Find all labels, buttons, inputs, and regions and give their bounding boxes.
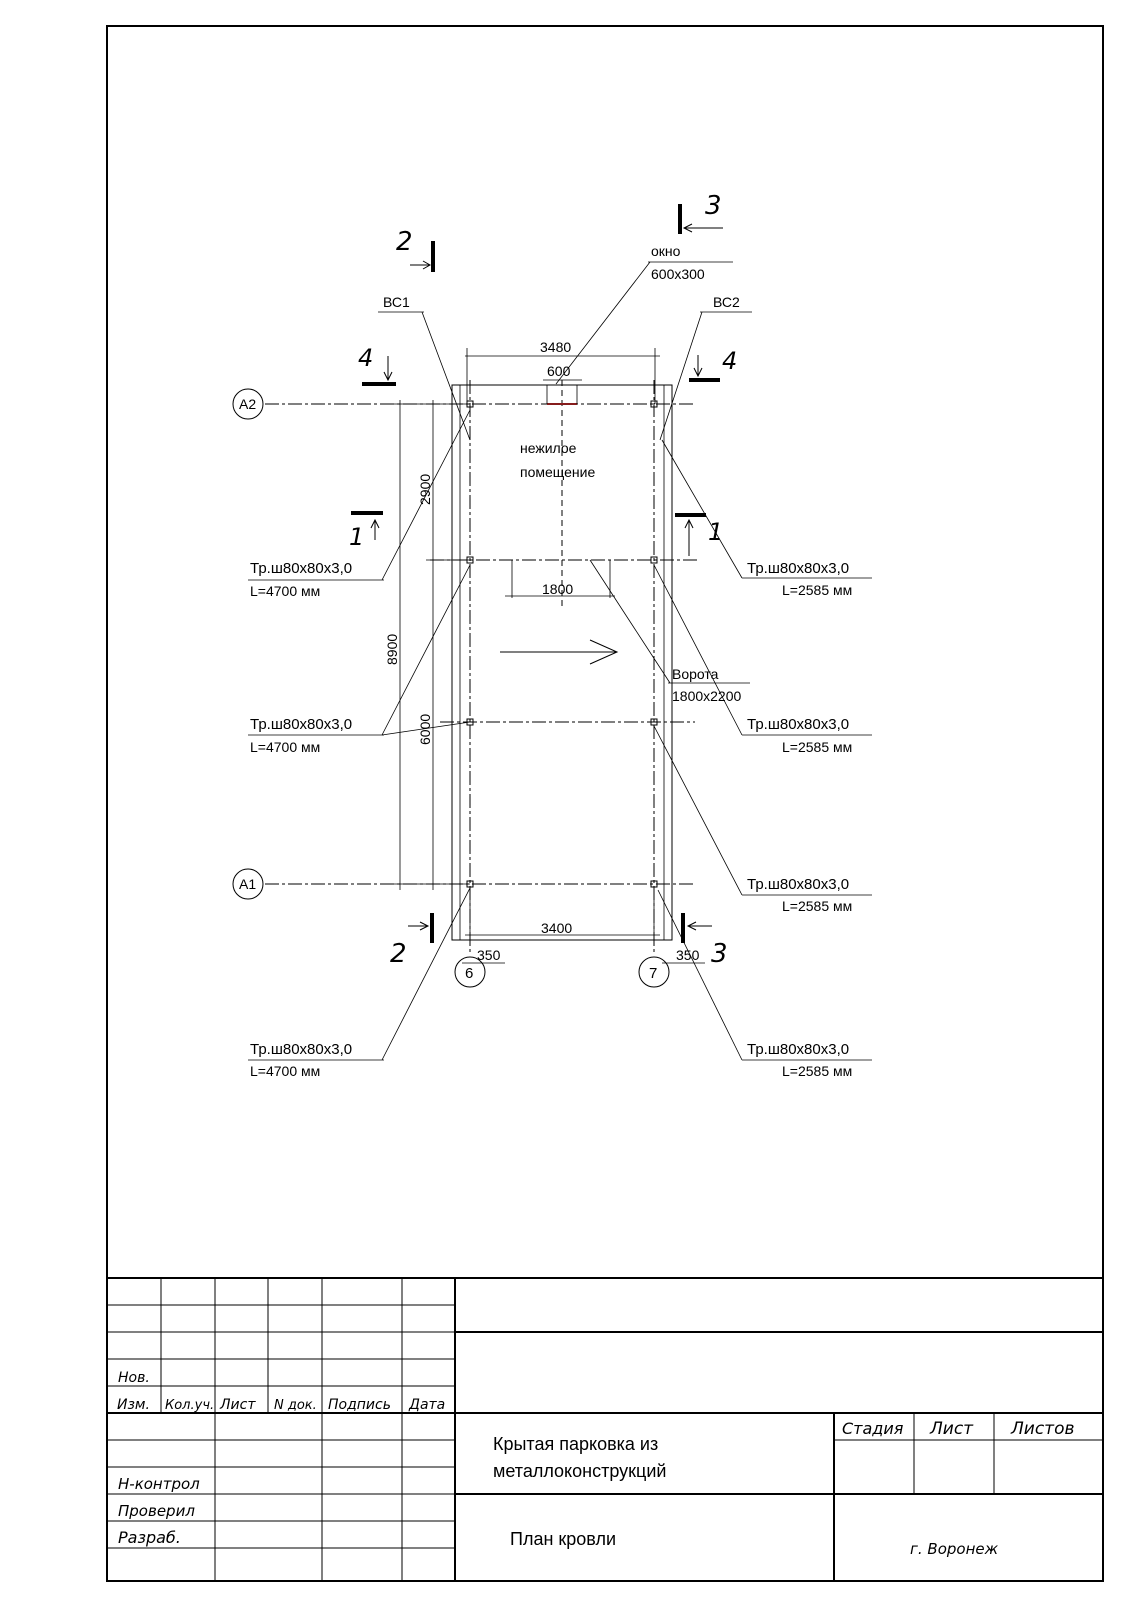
direction-arrow <box>500 639 619 665</box>
project-title-line1: Крытая парковка из <box>493 1434 658 1454</box>
dim-total-height: 8900 <box>384 634 400 665</box>
header-podpis: Подпись <box>328 1397 391 1413</box>
section-label-4-right: 4 <box>722 347 737 375</box>
axis-bubble-7 <box>638 956 670 988</box>
member-left-3-profile: Тр.ш80х80х3,0 <box>250 1041 352 1058</box>
column-node <box>650 400 658 408</box>
window-label-2: 600x300 <box>651 266 705 282</box>
dim-bottom-width: 3400 <box>541 920 572 936</box>
brace-label-right: ВС2 <box>713 294 740 310</box>
member-left-1-profile: Тр.ш80х80х3,0 <box>250 560 352 577</box>
member-right-2-profile: Тр.ш80х80х3,0 <box>747 716 849 733</box>
column-node <box>466 718 474 726</box>
dim-offset-left: 350 <box>477 947 501 963</box>
axis-bubble-a2 <box>232 388 264 420</box>
header-kol-uch: Кол.уч. <box>165 1398 214 1413</box>
header-sheet: Лист <box>929 1419 974 1439</box>
row-razrab: Разраб. <box>118 1528 181 1547</box>
section-label-1-left: 1 <box>349 523 364 551</box>
dim-top-width: 3480 <box>540 339 571 355</box>
dim-gate-width: 1800 <box>542 581 573 597</box>
dimensions: 3480 600 1800 3400 350 350 8900 2900 600… <box>384 339 705 964</box>
header-sheets: Листов <box>1010 1419 1075 1439</box>
axis-label-a1: A1 <box>239 876 256 892</box>
member-left-1-length: L=4700 мм <box>250 583 320 599</box>
column-node <box>650 556 658 564</box>
window-label-1: окно <box>651 243 681 259</box>
city: г. Воронеж <box>910 1540 999 1558</box>
row-new: Нов. <box>118 1370 150 1386</box>
dim-window-width: 600 <box>547 363 571 379</box>
member-left-2-length: L=4700 мм <box>250 739 320 755</box>
axis-label-a2: A2 <box>239 396 256 412</box>
member-left-3-length: L=4700 мм <box>250 1063 320 1079</box>
member-right-2-length: L=2585 мм <box>782 739 852 755</box>
member-right-1-length: L=2585 мм <box>782 582 852 598</box>
callouts: окно 600x300 ВС1 ВС2 нежилое помещение В… <box>248 243 872 1079</box>
axis-bubbles: A2 A1 6 7 <box>232 388 670 988</box>
section-label-4-left: 4 <box>358 344 373 372</box>
section-label-3-bottom: 3 <box>711 939 728 969</box>
header-list: Лист <box>219 1397 256 1413</box>
sheet-frame <box>106 25 1104 1582</box>
room-label-2: помещение <box>520 464 595 480</box>
header-n-dok: N док. <box>274 1398 317 1413</box>
room-label-1: нежилое <box>520 440 577 456</box>
member-right-3-profile: Тр.ш80х80х3,0 <box>747 876 849 893</box>
dim-offset-right: 350 <box>676 947 700 963</box>
axis-label-7: 7 <box>649 965 657 982</box>
member-right-4-profile: Тр.ш80х80х3,0 <box>747 1041 849 1058</box>
header-data: Дата <box>408 1397 445 1413</box>
section-label-3-top: 3 <box>705 191 722 221</box>
axis-bubble-6 <box>454 956 486 988</box>
brace-label-left: ВС1 <box>383 294 410 310</box>
axis-label-6: 6 <box>465 965 473 982</box>
header-izm: Изм. <box>117 1397 150 1413</box>
member-right-4-length: L=2585 мм <box>782 1063 852 1079</box>
window-frame <box>546 384 578 405</box>
section-label-2-top: 2 <box>396 227 413 257</box>
sheet-title: План кровли <box>510 1529 616 1549</box>
header-stage: Стадия <box>842 1419 904 1438</box>
project-title-line2: металлоконструкций <box>493 1461 666 1481</box>
roof-plan <box>265 380 700 955</box>
title-block: Изм. Кол.уч. Лист N док. Подпись Дата Но… <box>106 1277 1104 1582</box>
column-node <box>650 718 658 726</box>
member-right-3-length: L=2585 мм <box>782 898 852 914</box>
gate-label-1: Ворота <box>672 666 719 682</box>
row-proveril: Проверил <box>118 1502 195 1520</box>
dim-upper-span: 2900 <box>417 474 433 505</box>
row-n-kontrol: Н-контрол <box>118 1475 200 1493</box>
dim-lower-span: 6000 <box>417 714 433 745</box>
gate-label-2: 1800x2200 <box>672 688 742 704</box>
member-right-1-profile: Тр.ш80х80х3,0 <box>747 560 849 577</box>
member-left-2-profile: Тр.ш80х80х3,0 <box>250 716 352 733</box>
column-node <box>650 880 658 888</box>
section-label-2-bottom: 2 <box>390 939 407 969</box>
axis-bubble-a1 <box>232 868 264 900</box>
